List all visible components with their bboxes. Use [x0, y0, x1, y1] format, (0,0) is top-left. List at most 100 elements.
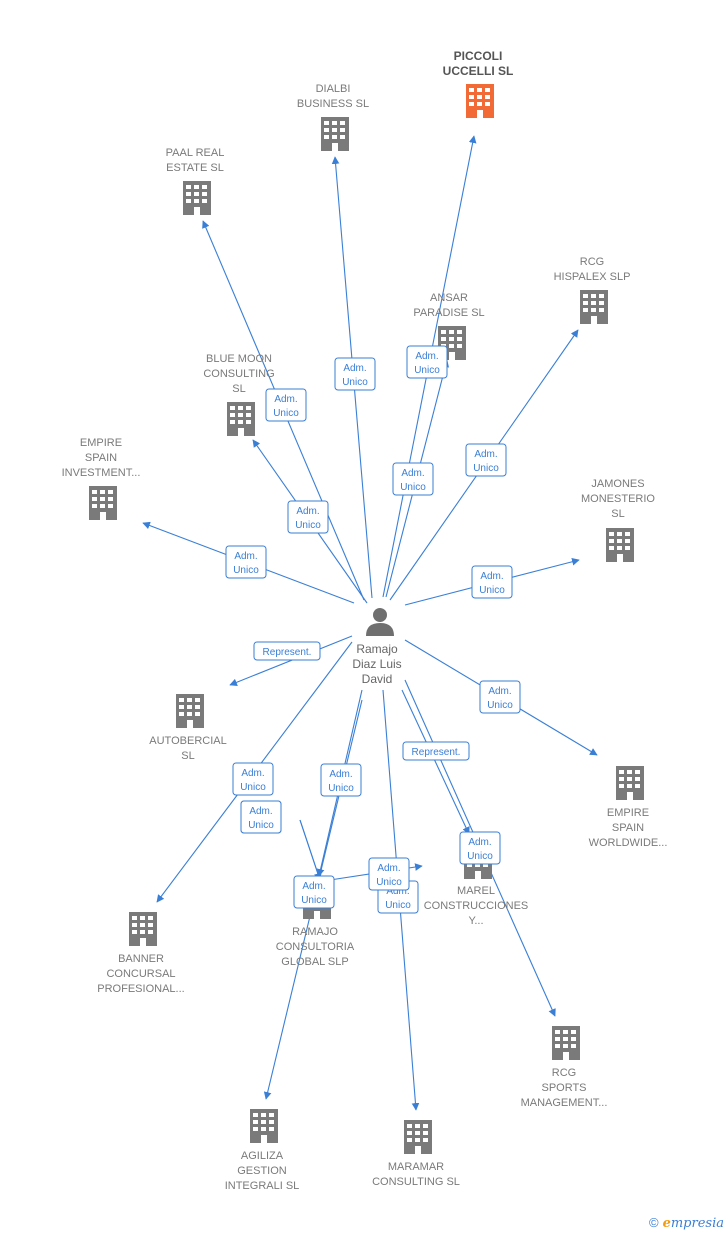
badge-box: [253, 641, 321, 661]
company-label: GLOBAL SLP: [281, 956, 348, 968]
person-label: David: [362, 672, 393, 686]
badge-label: Adm.: [296, 506, 319, 517]
company-label: INTEGRALI SL: [225, 1180, 300, 1192]
building-icon: [466, 84, 494, 118]
badge-label: Unico: [479, 585, 505, 596]
badge-label: Adm.: [377, 863, 400, 874]
company-node-rcg-sports[interactable]: RCGSPORTSMANAGEMENT...: [521, 1026, 608, 1109]
company-label: MONESTERIO: [581, 493, 655, 505]
company-label: AGILIZA: [241, 1150, 284, 1162]
badge-label: Unico: [295, 520, 321, 531]
badge-label: Unico: [414, 365, 440, 376]
badge-box: [479, 680, 521, 714]
company-node-rcg-hispalex[interactable]: RCG HISPALEX SLP: [554, 256, 631, 324]
company-label: ESTATE SL: [166, 162, 224, 174]
edge-badge-marel[interactable]: Represent.: [402, 741, 470, 761]
badge-label: Unico: [342, 377, 368, 388]
company-label: PROFESIONAL...: [97, 983, 184, 995]
badge-label: Adm.: [480, 571, 503, 582]
badge-label: Adm.: [415, 351, 438, 362]
badge-label: Adm.: [234, 551, 257, 562]
company-label: BLUE MOON: [206, 353, 272, 365]
edge-badge-piccoli[interactable]: Adm. Unico: [406, 345, 448, 379]
building-icon: [616, 766, 644, 800]
company-node-ramajo-cons[interactable]: RAMAJO CONSULTORIA GLOBAL SLP: [276, 885, 355, 968]
badge-box: [287, 500, 329, 534]
badge-label: Represent.: [263, 647, 312, 658]
company-label: EMPIRE: [607, 807, 649, 819]
edge-badge-autobercial[interactable]: Represent.: [253, 641, 321, 661]
badge-box: [293, 875, 335, 909]
company-label: PARADISE SL: [413, 307, 484, 319]
badge-label: Unico: [487, 700, 513, 711]
building-icon: [580, 290, 608, 324]
footer-brand: ©empresia: [649, 1215, 724, 1231]
building-icon: [606, 528, 634, 562]
badge-label: Adm.: [401, 468, 424, 479]
badge-label: Adm.: [249, 806, 272, 817]
person-icon: [373, 608, 387, 622]
company-node-empire-inv[interactable]: EMPIRESPAININVESTMENT...: [62, 437, 141, 520]
edge-badge-dialbi[interactable]: Adm.Unico: [334, 357, 376, 391]
company-label: BANNER: [118, 953, 164, 965]
edge-extra-ramajo: [299, 819, 322, 881]
building-icon: [404, 1120, 432, 1154]
badge-box: [402, 741, 470, 761]
company-label: WORLDWIDE...: [589, 837, 668, 849]
company-label: SL: [611, 508, 624, 520]
badge-box: [334, 357, 376, 391]
company-label: HISPALEX SLP: [554, 271, 631, 283]
edge-badge-ramajo-cons[interactable]: Adm.Unico: [320, 763, 362, 797]
badge-label: Unico: [328, 783, 354, 794]
badge-label: Unico: [385, 900, 411, 911]
edge-badge-blue-moon[interactable]: Adm. Unico: [287, 500, 329, 534]
company-label: MARAMAR: [388, 1161, 444, 1173]
edge-badge-jamones[interactable]: Adm. Unico: [471, 565, 513, 599]
company-node-marel[interactable]: MARELCONSTRUCCIONESY...: [424, 845, 529, 927]
edge-badge-empire-inv[interactable]: Adm.Unico: [225, 545, 267, 579]
company-label: CONSTRUCCIONES: [424, 900, 529, 912]
badge-box: [406, 345, 448, 379]
edge-badge-ansar[interactable]: Adm. Unico: [392, 462, 434, 496]
badge-box: [471, 565, 513, 599]
edge-badge-paal[interactable]: Adm.Unico: [265, 388, 307, 422]
edge-badge-rcg-sports[interactable]: Adm.Unico: [293, 875, 335, 909]
badge-label: Unico: [301, 895, 327, 906]
building-icon: [89, 486, 117, 520]
company-label: RCG: [580, 256, 604, 268]
company-label: CONCURSAL: [106, 968, 175, 980]
company-label: CONSULTORIA: [276, 941, 355, 953]
edge-badge-extra-ramajo[interactable]: Adm.Unico: [240, 800, 282, 834]
badge-label: Unico: [376, 877, 402, 888]
company-node-agiliza[interactable]: AGILIZA GESTION INTEGRALI SL: [225, 1109, 300, 1192]
building-icon: [552, 1026, 580, 1060]
badges-layer: Adm.UnicoAdm.UnicoAdm.UnicoAdm.UnicoAdm.…: [225, 345, 521, 914]
badge-box: [459, 831, 501, 865]
edge-badge-banner[interactable]: Adm.Unico: [232, 762, 274, 796]
company-label: Y...: [468, 915, 483, 927]
edge-badge-rcg-hispalex[interactable]: Adm.Unico: [465, 443, 507, 477]
company-node-jamones[interactable]: JAMONES MONESTERIO SL: [581, 478, 655, 562]
company-label: RAMAJO: [292, 926, 338, 938]
company-label: SL: [181, 750, 194, 762]
edge-badge-marel[interactable]: Adm.Unico: [459, 831, 501, 865]
company-node-banner[interactable]: BANNER CONCURSAL PROFESIONAL...: [97, 912, 185, 995]
company-label: JAMONES: [591, 478, 644, 490]
company-node-empire-ww[interactable]: EMPIRESPAINWORLDWIDE...: [589, 766, 668, 849]
company-label: GESTION: [237, 1165, 287, 1177]
edge-badge-extra-0[interactable]: Adm. Unico: [368, 857, 410, 891]
edge-badge-empire-ww[interactable]: Adm.Unico: [479, 680, 521, 714]
company-label: PICCOLI: [454, 49, 503, 63]
badge-label: Unico: [400, 482, 426, 493]
person-icon-body: [366, 623, 394, 636]
company-label: BUSINESS SL: [297, 98, 369, 110]
